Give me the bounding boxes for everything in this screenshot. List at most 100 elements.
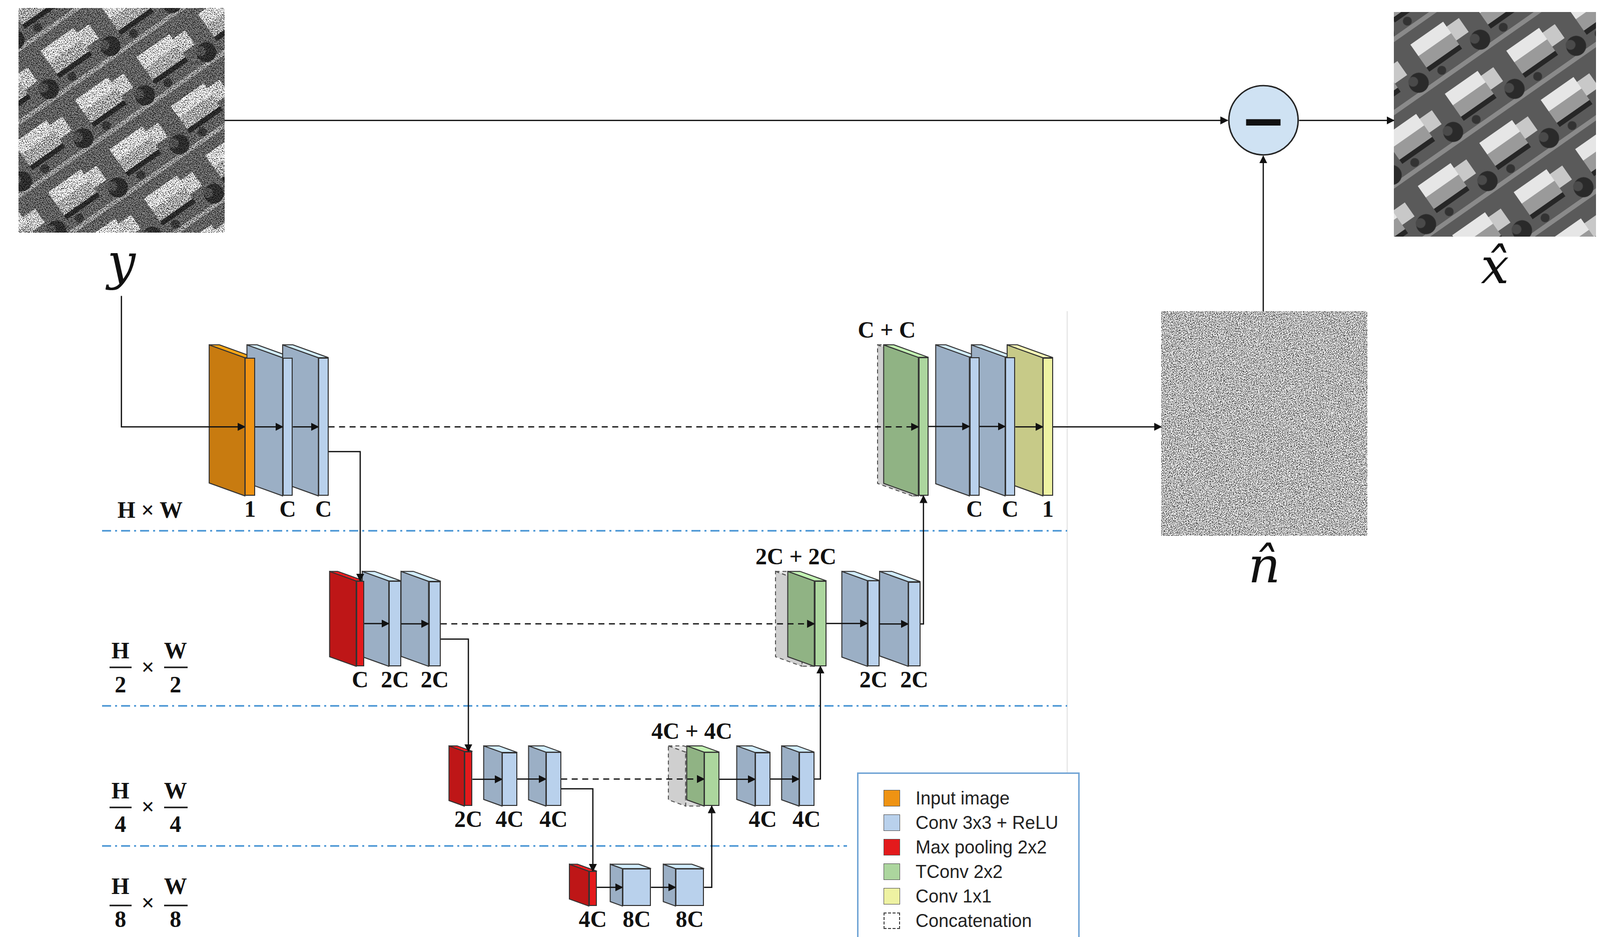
tconv-layer: 4C + 4C xyxy=(703,751,720,807)
level-separator xyxy=(102,845,848,848)
layer-extrusion xyxy=(663,864,705,907)
flow-arrow xyxy=(224,119,1228,122)
conv-layer: 8C xyxy=(622,868,651,907)
level-separator xyxy=(102,705,1068,707)
layer-extrusion xyxy=(362,571,402,667)
resolution-text: W xyxy=(164,777,188,804)
side-face xyxy=(935,344,970,496)
flow-arrow xyxy=(472,778,502,780)
upsampling-arrow xyxy=(814,666,821,780)
image-panel: y xyxy=(18,8,225,296)
resolution-label: H xyxy=(111,779,130,803)
side-face xyxy=(787,571,815,667)
top-face xyxy=(329,571,365,581)
legend-entry: TConv 2x2 xyxy=(883,859,1059,885)
channel-label: C + C xyxy=(858,318,917,342)
noisy-image xyxy=(18,8,225,233)
layer-extrusion xyxy=(935,344,980,496)
side-face xyxy=(401,571,429,667)
resolution-label: × xyxy=(141,891,155,915)
legend-text: Conv 3x3 + ReLU xyxy=(915,813,1059,834)
resolution-text: 8 xyxy=(169,906,182,933)
top-face xyxy=(610,864,652,869)
side-face xyxy=(528,745,546,807)
flow-arrow xyxy=(770,778,799,780)
skip-connection xyxy=(328,426,919,428)
resolution-text: W xyxy=(164,873,188,900)
legend-swatch xyxy=(883,912,901,930)
legend-swatch xyxy=(883,814,901,832)
pool-layer: 4C xyxy=(588,871,597,907)
conv-layer: 4C xyxy=(501,752,518,807)
channel-label: 2C xyxy=(380,668,409,692)
top-face xyxy=(401,571,442,582)
resolution-label: H xyxy=(111,639,130,663)
flow-arrow xyxy=(719,778,755,780)
legend-swatch xyxy=(883,863,901,881)
conv-layer: C xyxy=(969,357,980,497)
conv-layer: C xyxy=(318,357,329,496)
side-face xyxy=(329,571,357,667)
layer-extrusion xyxy=(775,571,827,667)
top-face xyxy=(781,745,815,752)
side-face xyxy=(610,864,623,907)
side-face xyxy=(483,745,503,807)
conv-layer: 4C xyxy=(545,751,562,807)
legend-text: Input image xyxy=(915,788,1010,809)
legend-text: Concatenation xyxy=(915,911,1032,932)
resolution-text: × xyxy=(141,793,155,820)
side-face xyxy=(781,745,799,807)
resolution-label: 2 xyxy=(169,673,182,697)
side-face xyxy=(879,571,909,667)
side-face xyxy=(663,864,676,907)
channel-label: 2C xyxy=(859,668,888,692)
pooling-arrow xyxy=(440,638,469,751)
channel-label: 1 xyxy=(244,497,256,521)
layer-extrusion xyxy=(668,745,720,807)
channel-label: 2C xyxy=(454,808,483,832)
top-face xyxy=(483,745,518,753)
resolution-text: H xyxy=(111,873,130,900)
upsampling-arrow xyxy=(703,806,712,888)
top-face xyxy=(1007,344,1054,358)
layer-extrusion xyxy=(528,745,561,807)
flow-arrow xyxy=(364,622,389,625)
conv-layer: C xyxy=(282,357,293,496)
top-face xyxy=(282,344,329,358)
channel-label: 1 xyxy=(1042,497,1054,521)
top-face xyxy=(736,745,771,753)
flow-arrow xyxy=(517,778,546,780)
input-arrow xyxy=(121,295,246,427)
resolution-label: 4 xyxy=(114,813,127,837)
skip-connection xyxy=(440,623,815,625)
channel-label: 8C xyxy=(622,908,651,932)
image-symbol: x̂ xyxy=(1393,238,1596,294)
channel-label: 4C xyxy=(578,908,607,932)
resolution-text: 2 xyxy=(114,671,127,698)
resolution-text: × xyxy=(141,890,155,916)
legend-text: Conv 1x1 xyxy=(915,886,992,907)
legend-text: Max pooling 2x2 xyxy=(915,837,1047,858)
upsampling-arrow xyxy=(920,495,924,624)
channel-label: 8C xyxy=(675,908,704,932)
resolution-text: W xyxy=(164,637,188,664)
layer-extrusion xyxy=(209,344,256,496)
conv-layer: 4C xyxy=(754,752,771,807)
level-separators xyxy=(102,530,1068,847)
tconv-layer: C + C xyxy=(918,357,929,496)
fraction-bar xyxy=(109,905,132,907)
legend-entry: Conv 3x3 + ReLU xyxy=(883,810,1059,836)
operator-sign: − xyxy=(1227,84,1300,157)
side-face xyxy=(209,344,245,496)
conv-layer: 2C xyxy=(428,581,441,667)
fraction-bar xyxy=(109,666,132,669)
legend-swatch xyxy=(883,839,901,856)
side-face xyxy=(668,745,686,807)
denoised-image xyxy=(1393,12,1596,237)
resolution-text: H × W xyxy=(117,497,183,523)
flow-arrow xyxy=(401,623,429,625)
resolution-label: 2 xyxy=(114,673,127,697)
fraction-bar xyxy=(164,666,188,669)
resolution-text: H xyxy=(111,777,130,804)
top-face xyxy=(362,571,402,581)
